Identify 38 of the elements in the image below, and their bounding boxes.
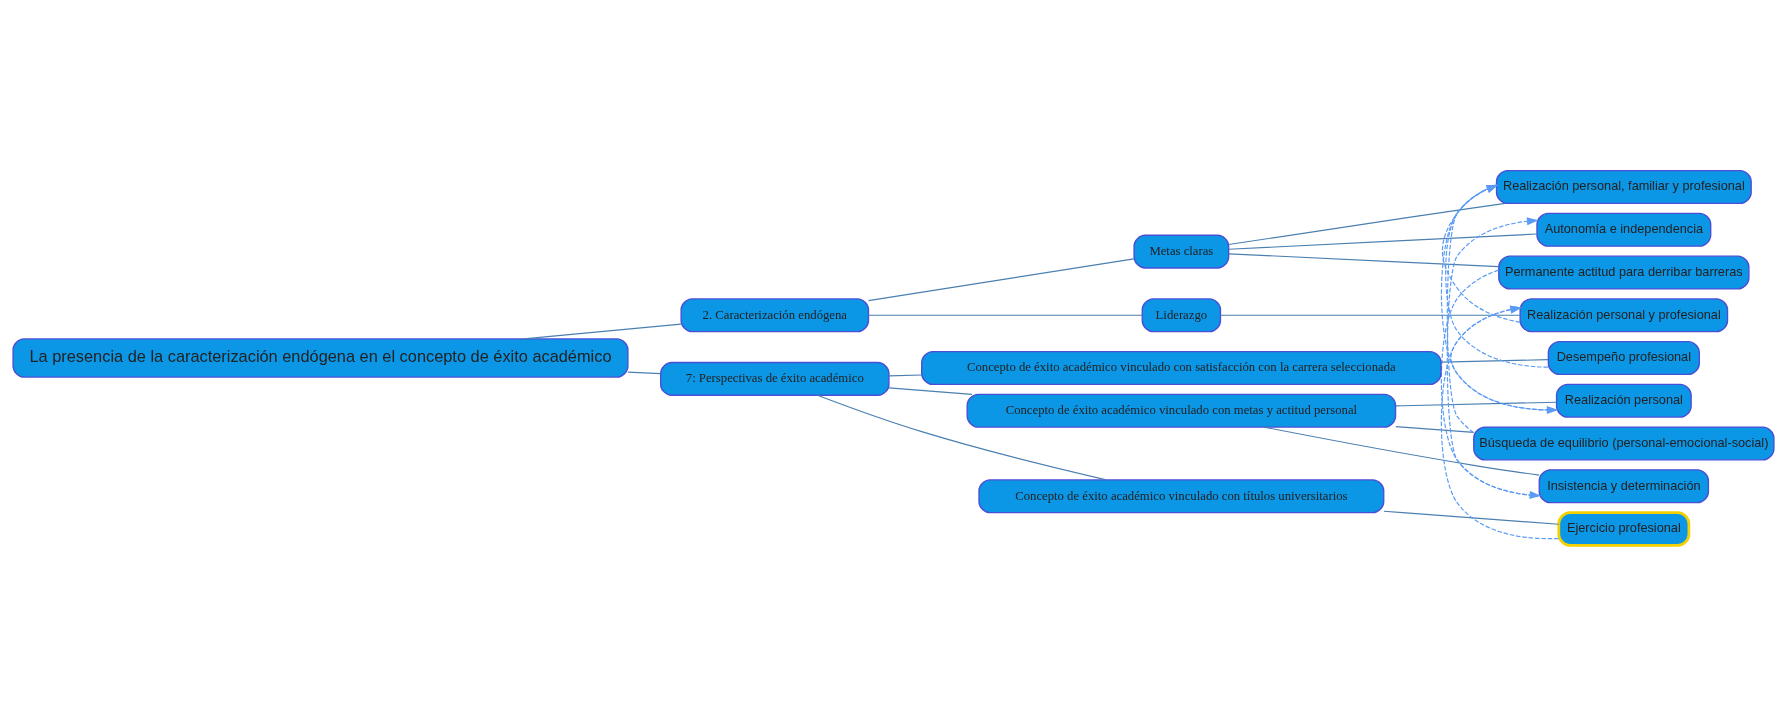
arrow (1450, 305, 1558, 411)
connector (888, 386, 973, 395)
arrow (1446, 216, 1540, 496)
node-box: Realización personal y profesional (1519, 297, 1729, 332)
connector (1228, 202, 1506, 245)
connector (523, 322, 682, 339)
node-box: 7: Perspectivas de éxito académico (660, 361, 890, 396)
connector (1228, 252, 1500, 267)
connector (1220, 314, 1521, 316)
node-box: 2. Caracterización endógena (680, 297, 870, 332)
connector (1395, 401, 1558, 406)
connector (816, 394, 1107, 480)
arrow (1446, 184, 1499, 433)
node-box: Ejercicio profesional (1557, 510, 1691, 547)
node-box: Autonomía e independencia (1536, 212, 1712, 247)
node-box: Permanente actitud para derribar barreras (1498, 254, 1750, 290)
node-box: Realización personal (1555, 383, 1692, 418)
node-box: Insistencia y determinación (1538, 468, 1710, 503)
connector (888, 373, 923, 376)
connector (1228, 232, 1538, 250)
node-box: Metas claras (1133, 234, 1230, 269)
connector (868, 257, 1135, 301)
node-box: Concepto de éxito académico vinculado con metas y actitud personal (966, 393, 1397, 428)
connector (1263, 426, 1540, 476)
connector (627, 371, 662, 374)
arrow (1441, 184, 1521, 323)
node-box: Realización personal, familiar y profesional (1495, 169, 1752, 204)
node-box: Liderazgo (1141, 297, 1222, 332)
node-box: Desempeño profesional (1547, 340, 1700, 375)
connector (1383, 510, 1560, 525)
node-box: Búsqueda de equilibrio (personal-emocional-social) (1473, 425, 1775, 461)
node-box: Concepto de éxito académico vinculado con satisfacción con la carrera seleccionada (921, 350, 1442, 385)
node-box: La presencia de la caracterización endógena en el concepto de éxito académico (12, 337, 629, 378)
connector (1440, 358, 1549, 363)
arrow (1445, 184, 1549, 368)
node-box: Concepto de éxito académico vinculado con títulos universitarios (978, 478, 1385, 513)
connector (1395, 425, 1475, 433)
connector (868, 314, 1143, 316)
